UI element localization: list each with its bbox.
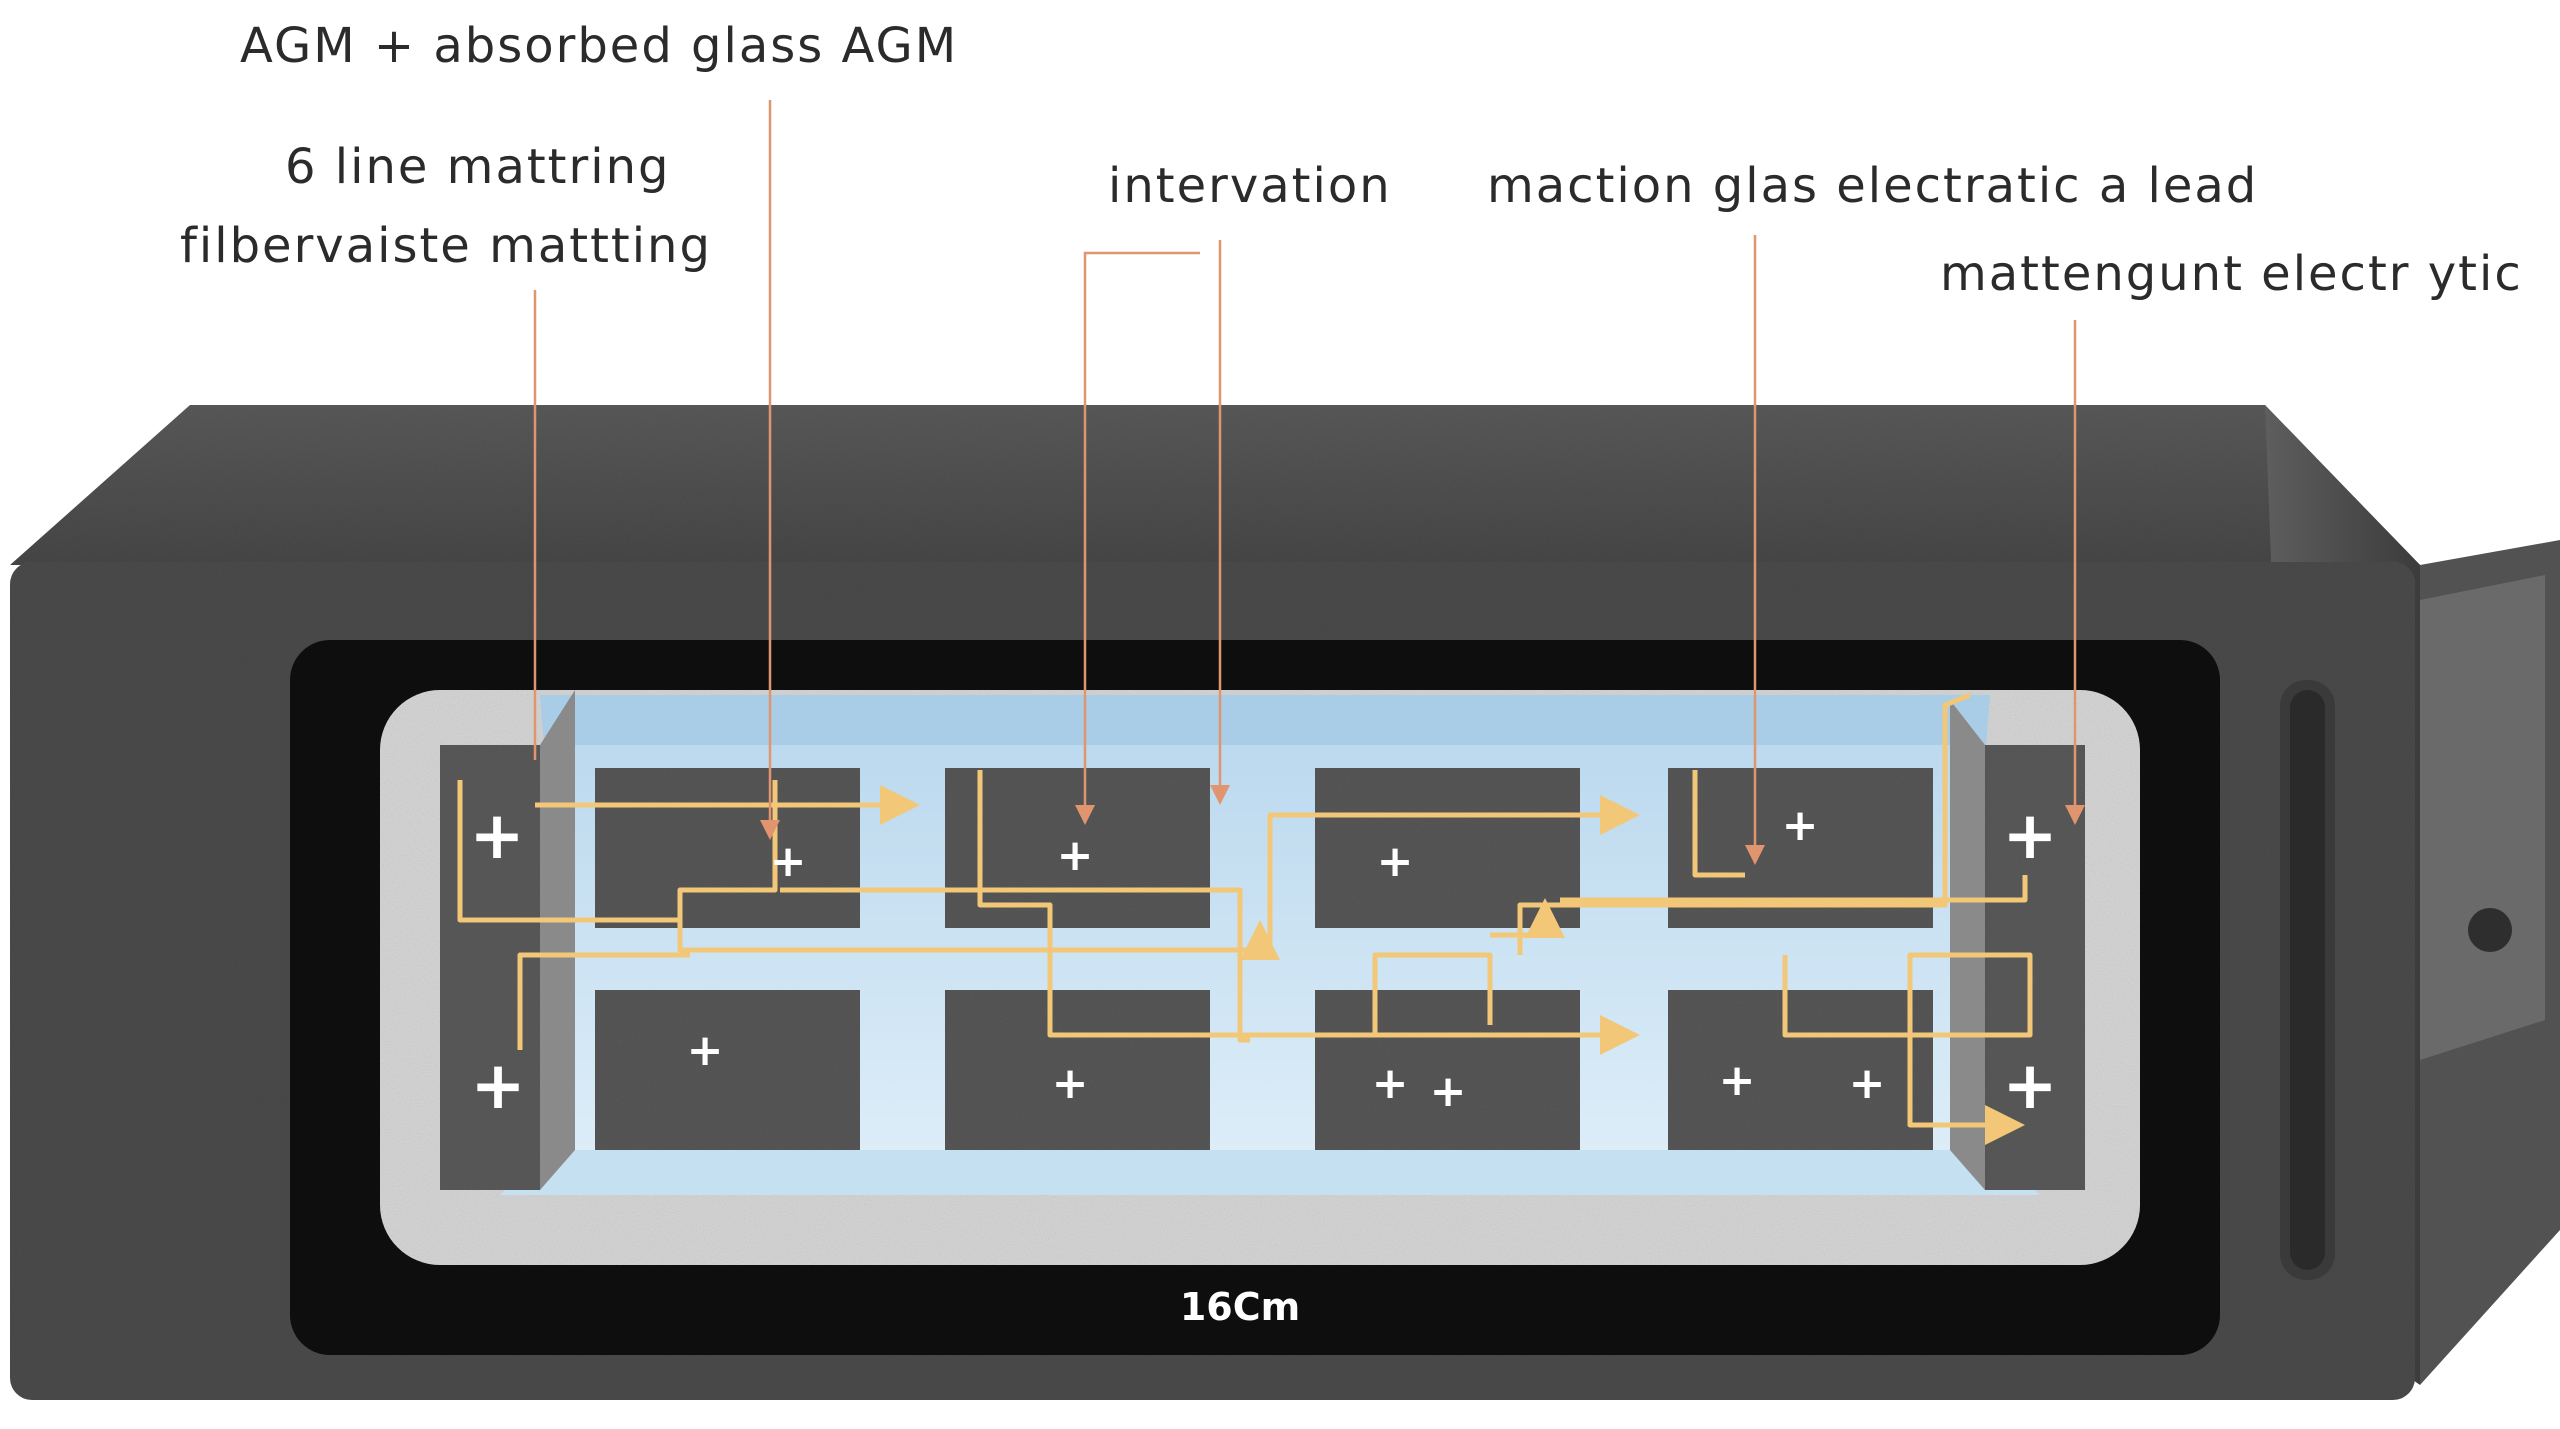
plus-icon: +	[1052, 1058, 1089, 1109]
plus-icon: +	[1719, 1055, 1756, 1106]
flow-arrow-icon	[1692, 770, 1745, 878]
label-mattengunt: mattengunt electr ytic	[1940, 246, 2523, 302]
flow-arrow-icon	[1517, 692, 1971, 955]
plus-icon: +	[1372, 1058, 1409, 1109]
end-plates	[440, 690, 2085, 1190]
plate	[1668, 990, 1933, 1150]
plate	[945, 768, 1210, 928]
label-fiber-matting: filbervaiste mattting	[180, 218, 712, 274]
plus-icon: +	[1057, 830, 1094, 881]
flow-arrow-icon	[1267, 795, 1640, 945]
flow-arrow-icon	[977, 770, 1640, 1055]
plus-icon: +	[2002, 1047, 2057, 1124]
flow-arrow-icon	[1782, 952, 2033, 1145]
dimension-label: 16Cm	[1180, 1285, 1300, 1329]
plus-icon: +	[470, 1047, 525, 1124]
plate-grid	[595, 768, 1933, 1150]
plate	[595, 990, 860, 1150]
plus-symbols: + + + + + + + + + + + + + +	[469, 797, 2057, 1124]
plus-icon: +	[1430, 1066, 1467, 1117]
plate	[595, 768, 860, 928]
label-intervation: intervation	[1108, 158, 1392, 214]
leader-intervation-a	[1075, 251, 1200, 825]
plate	[1315, 990, 1580, 1150]
plus-icon: +	[1782, 800, 1819, 851]
plus-icon: +	[469, 797, 524, 874]
plus-icon: +	[2002, 797, 2057, 874]
plus-icon: +	[1849, 1058, 1886, 1109]
flow-arrow-icon	[517, 952, 690, 1050]
flow-arrow-icon	[1560, 875, 2028, 903]
label-maction: maction glas electratic a lead	[1487, 158, 2258, 214]
callout-labels: AGM + absorbed glass AGM 6 line mattring…	[180, 18, 2523, 1329]
label-line-matting: 6 line mattring	[285, 139, 670, 195]
flow-arrow-icon	[780, 887, 1250, 1043]
flow-arrow-icon	[1490, 898, 1565, 938]
plus-icon: +	[1377, 836, 1414, 887]
plus-icon: +	[770, 836, 807, 887]
plus-icon: +	[687, 1025, 724, 1076]
plate	[945, 990, 1210, 1150]
label-agm: AGM + absorbed glass AGM	[240, 18, 958, 74]
flow-arrow-icon	[1372, 952, 1493, 1035]
current-flow-lines	[457, 692, 2033, 1145]
callout-leaders	[533, 100, 2085, 865]
flow-arrow-icon	[457, 780, 1280, 960]
